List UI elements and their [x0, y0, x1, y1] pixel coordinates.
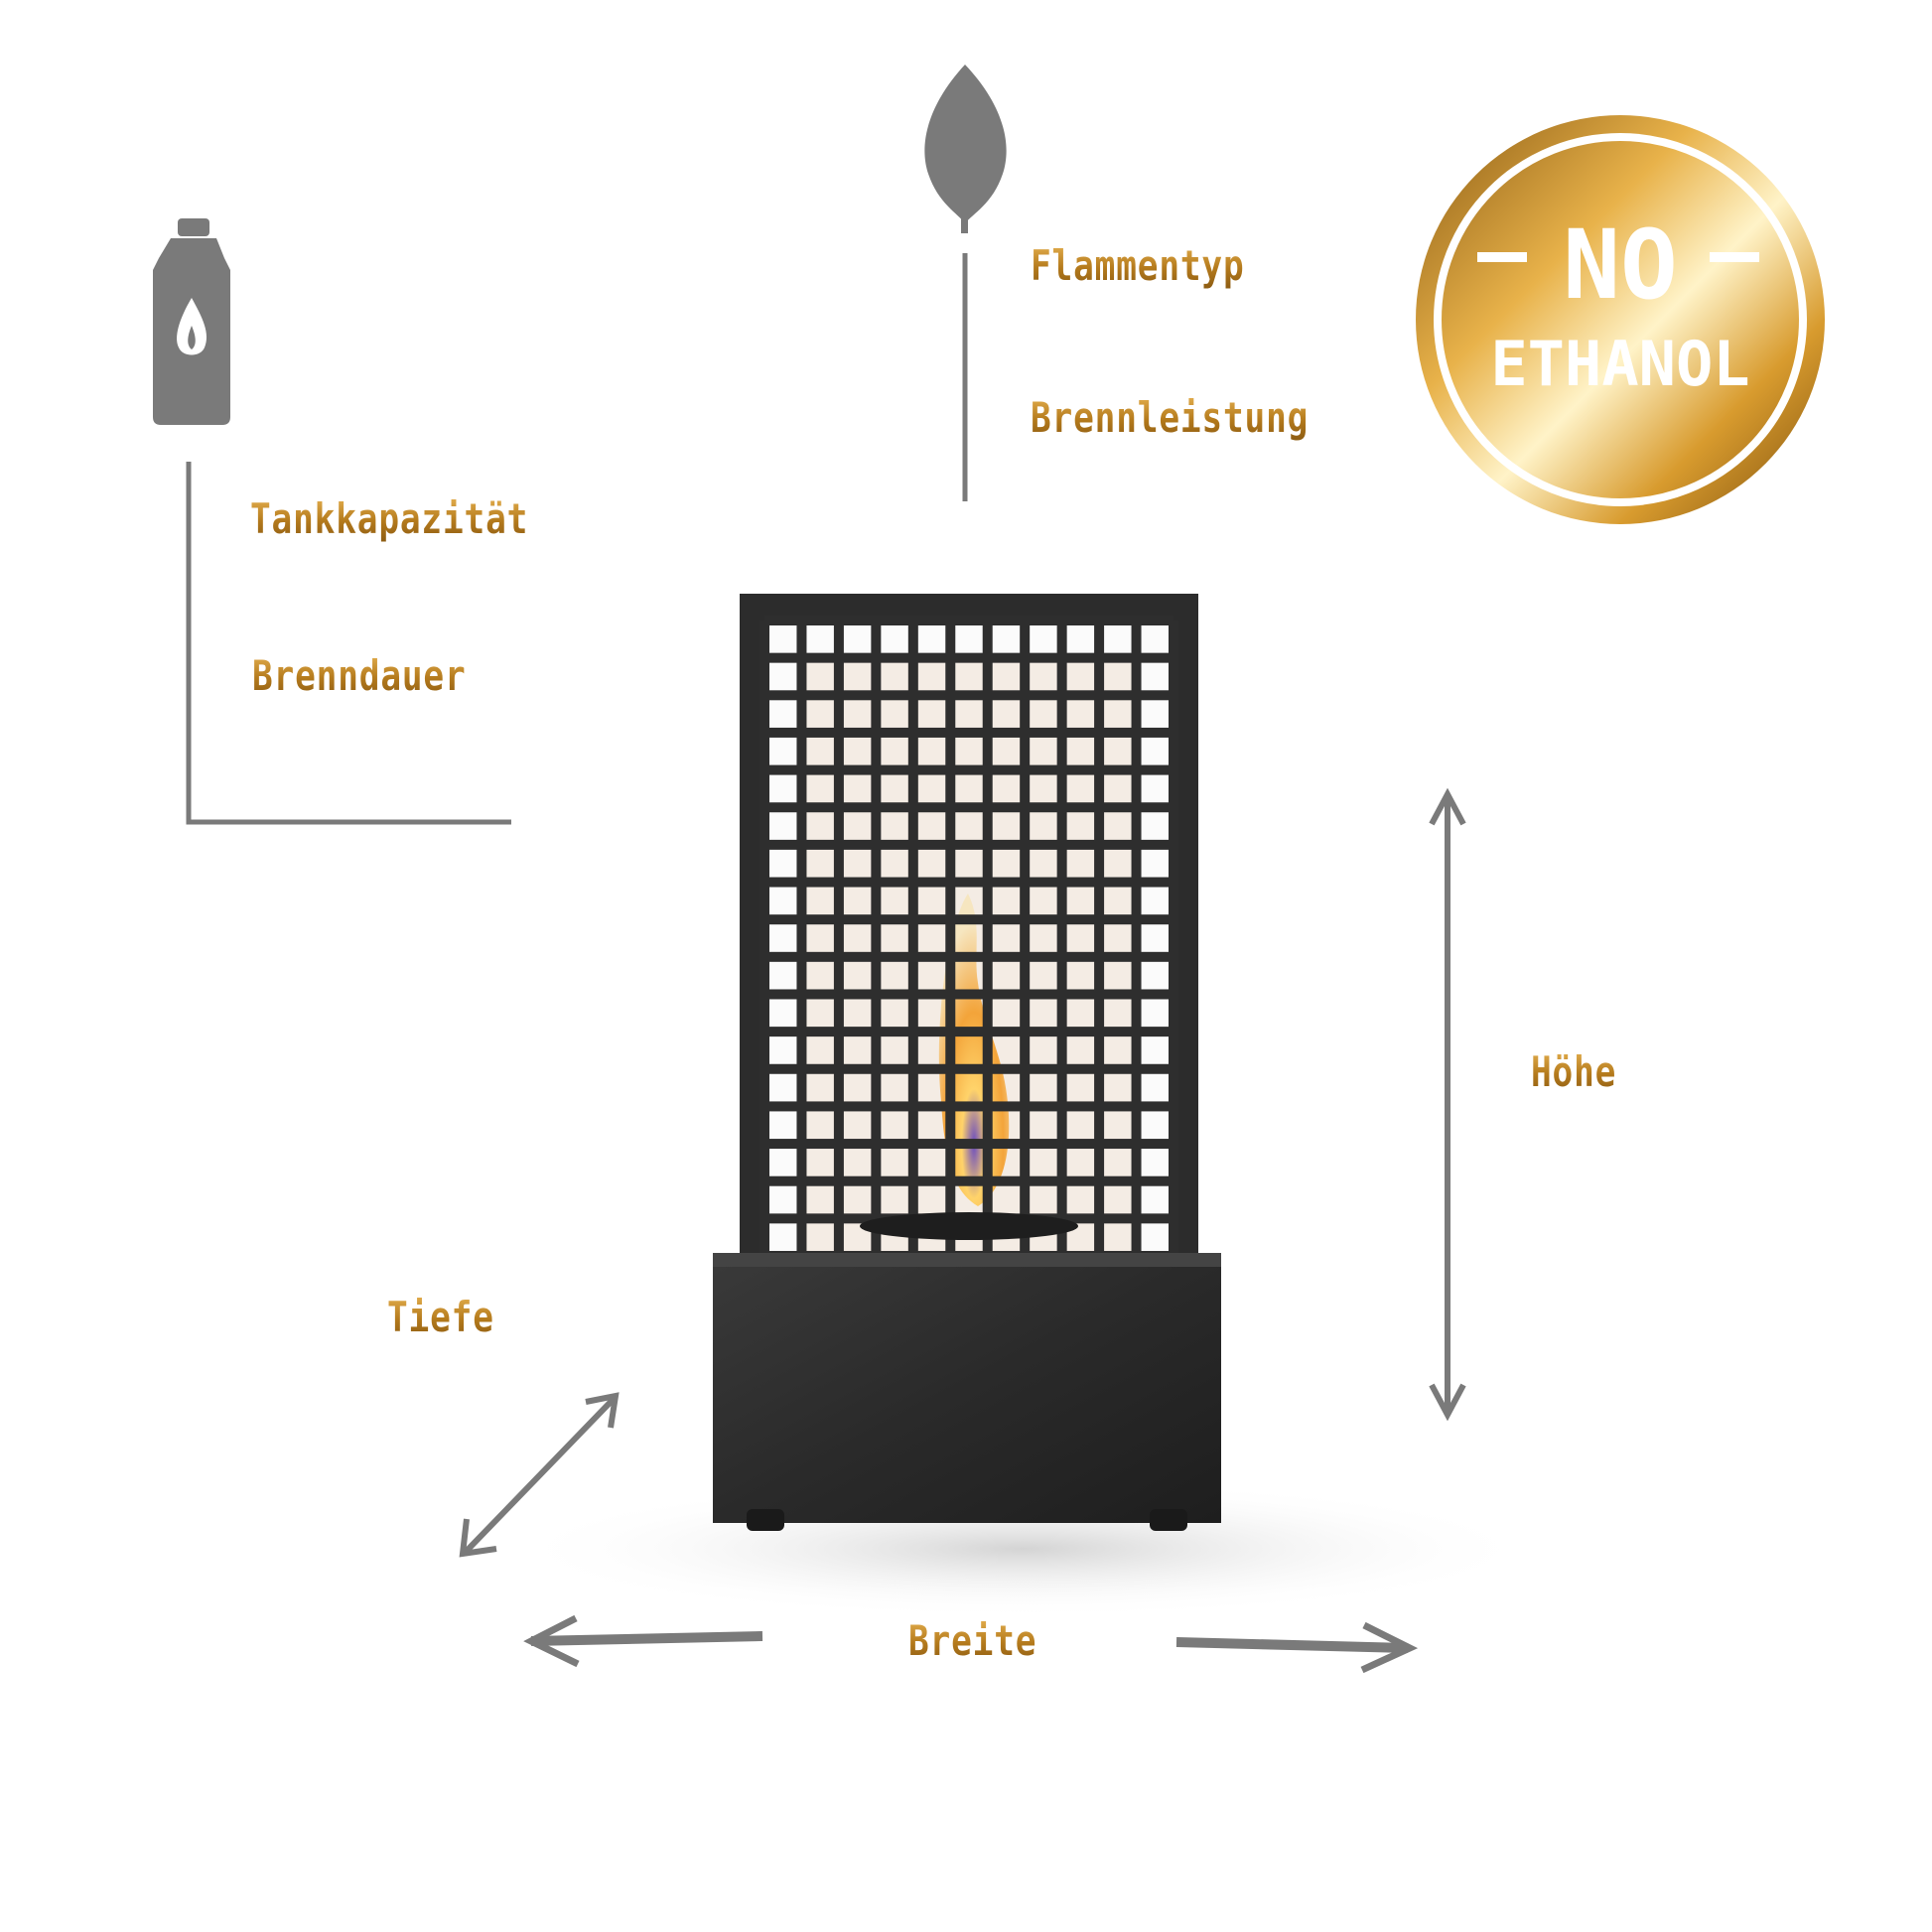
cage-bar-vertical — [1169, 621, 1178, 1256]
no-ethanol-badge — [1416, 115, 1825, 524]
cage-bar-vertical — [1094, 621, 1105, 1256]
cage-bar-horizontal — [764, 1175, 1173, 1186]
tank-capacity-label: Tankkapazität — [250, 494, 529, 543]
cage-bar-horizontal — [764, 764, 1173, 775]
cage-bar-horizontal — [764, 727, 1173, 738]
cage-bar-horizontal — [764, 652, 1173, 663]
cage-bar-vertical — [871, 621, 882, 1256]
cage-bar-vertical — [907, 621, 918, 1256]
badge-line1: NO — [1563, 209, 1678, 321]
cage-bar-vertical — [759, 621, 769, 1256]
depth-label: Tiefe — [387, 1293, 494, 1341]
cage-bar-horizontal — [764, 989, 1173, 1000]
burn-power-label: Brennleistung — [1031, 393, 1310, 442]
leaf-flame-icon — [924, 65, 1007, 233]
cage-bar-horizontal — [764, 1101, 1173, 1112]
cage-bar-horizontal — [764, 1139, 1173, 1150]
cage-bar-horizontal — [764, 802, 1173, 813]
cage-bar-vertical — [1020, 621, 1031, 1256]
badge-line2: ETHANOL — [1490, 328, 1749, 400]
cage-bar-horizontal — [764, 914, 1173, 925]
height-label: Höhe — [1531, 1047, 1617, 1096]
cage-bar-horizontal — [764, 839, 1173, 850]
cage-bar-vertical — [982, 621, 993, 1256]
burn-time-label: Brenndauer — [252, 651, 467, 700]
flame-type-label: Flammentyp — [1031, 241, 1245, 290]
cage-bar-horizontal — [764, 616, 1173, 625]
width-arrow-right-icon — [1175, 1621, 1419, 1674]
cage-bar-horizontal — [764, 1027, 1173, 1037]
tank-bracket-line — [186, 462, 511, 825]
width-label: Breite — [908, 1616, 1037, 1665]
height-arrow-icon — [1429, 787, 1466, 1422]
fireplace-product — [713, 594, 1221, 1531]
cage-grid — [759, 616, 1178, 1261]
width-arrow-left-icon — [523, 1614, 763, 1668]
cage-bar-horizontal — [764, 690, 1173, 701]
bottle-flame-icon — [153, 218, 230, 425]
cage-bar-vertical — [945, 621, 956, 1256]
cage-bar-vertical — [796, 621, 807, 1256]
cage-bar-horizontal — [764, 951, 1173, 962]
depth-arrow-icon — [459, 1392, 620, 1558]
cage-bar-horizontal — [764, 877, 1173, 888]
cage-bar-horizontal — [764, 1063, 1173, 1074]
cage-bar-vertical — [1056, 621, 1067, 1256]
cage-bar-vertical — [833, 621, 844, 1256]
cage-bar-vertical — [1131, 621, 1142, 1256]
